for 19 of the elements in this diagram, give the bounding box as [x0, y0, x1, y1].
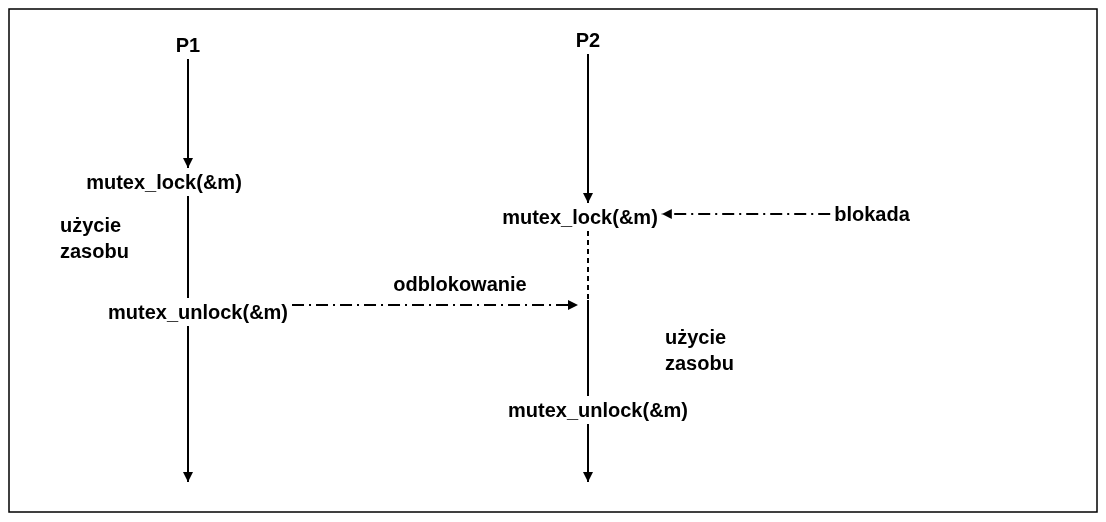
line — [187, 195, 189, 299]
state-label: blokada — [834, 202, 910, 226]
function-call-label: mutex_lock(&m) — [502, 205, 658, 229]
arrow — [183, 325, 193, 483]
arrow — [583, 53, 593, 204]
process-label: P1 — [175, 33, 201, 57]
process-label: P2 — [575, 28, 601, 52]
function-call-label: mutex_unlock(&m) — [108, 300, 288, 324]
function-call-label: mutex_unlock(&m) — [508, 398, 688, 422]
edge-label: odblokowanie — [393, 272, 527, 296]
line — [587, 230, 589, 301]
note-text: użycie zasobu — [665, 325, 735, 376]
line — [587, 299, 589, 397]
arrow — [660, 209, 832, 219]
arrow — [583, 423, 593, 483]
arrow — [183, 58, 193, 169]
function-call-label: mutex_lock(&m) — [86, 170, 242, 194]
arrow — [291, 300, 579, 310]
note-text: użycie zasobu — [60, 213, 130, 264]
